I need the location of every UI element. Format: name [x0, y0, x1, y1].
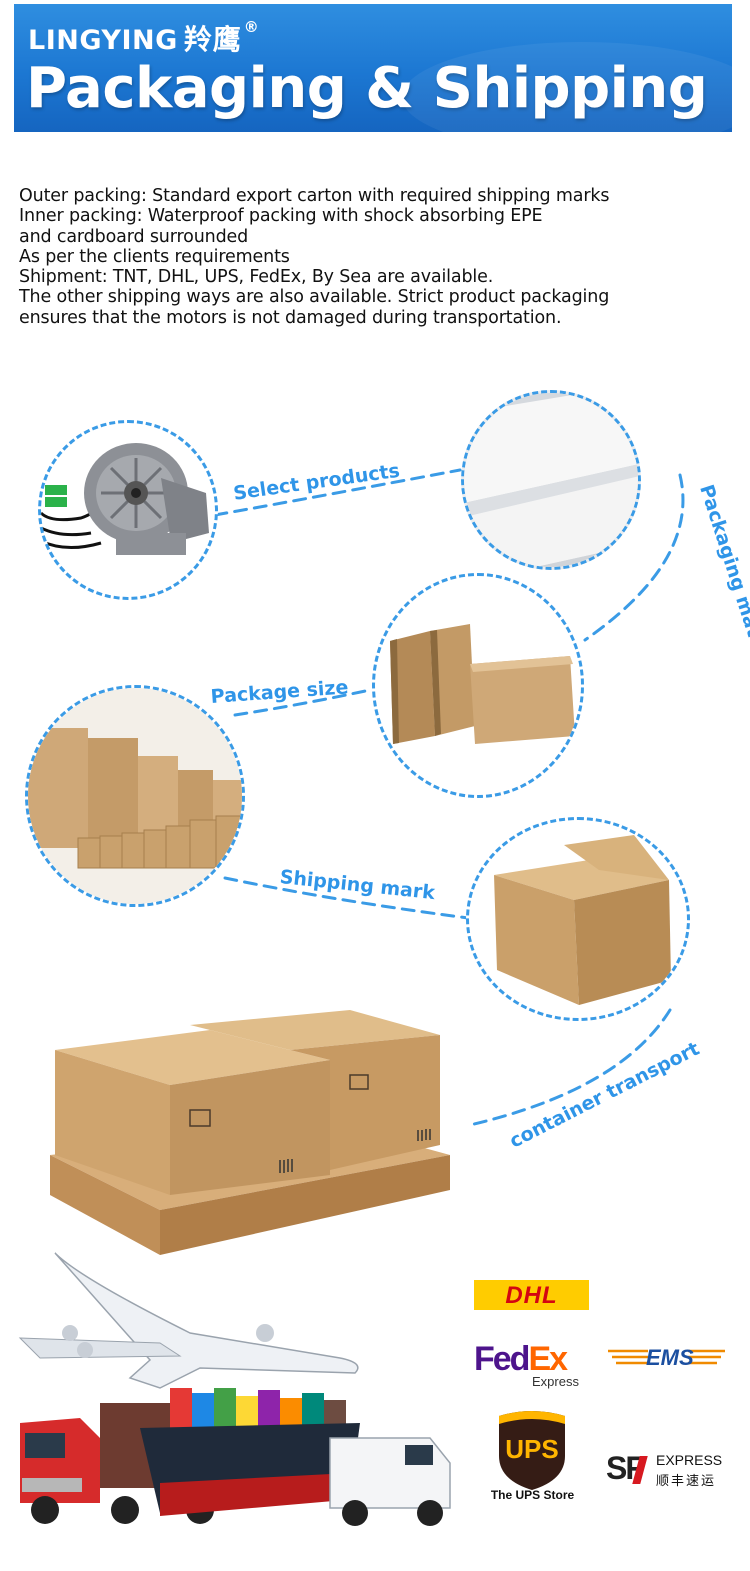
fedex-express-text: Express — [532, 1374, 579, 1389]
desc-line: The other shipping ways are also availab… — [19, 287, 610, 308]
carton-boxes-image — [25, 685, 245, 907]
sf-express-logo: SF EXPRESS 顺丰速运 — [606, 1448, 731, 1493]
sf-express-text: EXPRESS — [656, 1452, 723, 1468]
desc-line: ensures that the motors is not damaged d… — [19, 307, 562, 328]
fedex-wordmark-fed: Fed — [474, 1340, 530, 1378]
transport-image — [10, 1238, 462, 1553]
fedex-logo: FedEx Express — [474, 1340, 589, 1390]
cardboard-box-image — [466, 817, 690, 1021]
ups-shield-text: UPS — [505, 1434, 559, 1464]
dhl-logo-text: DHL — [505, 1282, 558, 1309]
fedex-wordmark: FedEx — [474, 1340, 568, 1379]
epe-foam-image — [461, 390, 641, 570]
brand-name-cn: 羚鹰 — [183, 23, 242, 56]
connector-packaging-material — [583, 473, 685, 642]
desc-line: Outer packing: Standard export carton wi… — [19, 186, 610, 206]
brand-name: LINGYING — [28, 25, 178, 56]
pallet-boxes-image — [40, 1005, 460, 1263]
connector-package-size — [233, 688, 372, 717]
fedex-wordmark-ex: Ex — [528, 1340, 568, 1378]
registered-mark: ® — [243, 18, 260, 36]
connector-shipping-mark — [223, 876, 470, 920]
ups-caption: The UPS Store — [490, 1488, 575, 1502]
motor-image — [38, 420, 218, 600]
connector-container-transport — [468, 1008, 672, 1127]
desc-line: and cardboard surrounded — [19, 226, 249, 247]
ems-logo: EMS — [608, 1345, 725, 1373]
desc-line: Shipment: TNT, DHL, UPS, FedEx, By Sea a… — [19, 267, 494, 288]
dhl-logo: DHL — [474, 1280, 589, 1310]
connector-select-products — [213, 468, 462, 517]
desc-line: Inner packing: Waterproof packing with s… — [19, 206, 543, 227]
ems-logo-text: EMS — [646, 1345, 694, 1370]
desc-line: As per the clients requirements — [19, 246, 290, 267]
honeycomb-cardboard-image — [372, 573, 584, 798]
packaging-description: Outer packing: Standard export carton wi… — [19, 186, 739, 328]
ups-logo: UPS The UPS Store — [485, 1408, 580, 1508]
sf-chinese-text: 顺丰速运 — [656, 1474, 717, 1489]
